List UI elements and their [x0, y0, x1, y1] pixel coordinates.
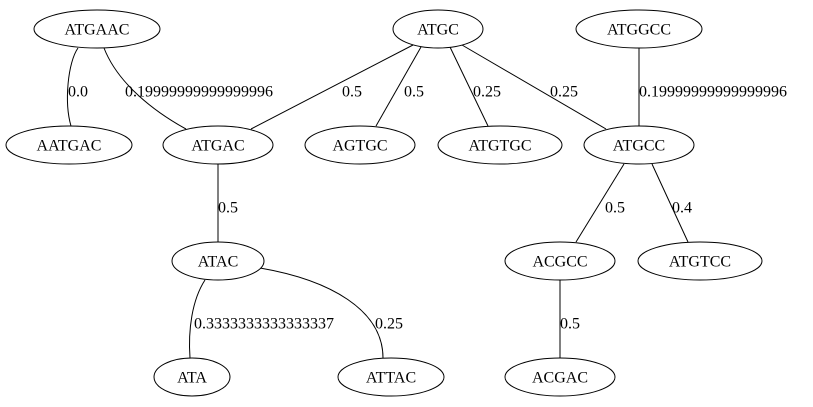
edge-atgc-atgcc: 0.25 — [461, 44, 607, 130]
node-atgac[interactable]: ATGAC — [162, 125, 274, 165]
node-agtgc[interactable]: AGTGC — [304, 125, 416, 165]
node-ellipse[interactable] — [304, 125, 416, 165]
edge-weight-label: 0.5 — [342, 84, 362, 101]
edge-atgaac-aatgac: 0.0 — [67, 47, 88, 127]
edge-line — [259, 267, 384, 359]
node-attac[interactable]: ATTAC — [337, 357, 445, 397]
node-atgtgc[interactable]: ATGTGC — [437, 125, 563, 165]
node-ellipse[interactable] — [171, 241, 265, 281]
node-label: AGTGC — [332, 138, 387, 155]
edge-atgcc-atgtcc: 0.4 — [651, 163, 692, 243]
edge-atgc-agtgc: 0.5 — [375, 46, 424, 127]
edge-atgac-atac: 0.5 — [217, 164, 238, 242]
edge-weight-label: 0.5 — [218, 200, 238, 217]
node-atgcc[interactable]: ATGCC — [583, 125, 695, 165]
edge-weight-label: 0.0 — [68, 84, 88, 101]
node-ellipse[interactable] — [392, 9, 484, 49]
edge-weight-label: 0.5 — [560, 316, 580, 333]
edge-atac-ata: 0.3333333333333337 — [189, 279, 334, 359]
node-label: ATGAAC — [65, 22, 130, 39]
node-ellipse[interactable] — [162, 125, 274, 165]
edge-atgc-atgtgc: 0.25 — [449, 46, 501, 127]
nodes-layer: ATGAAC ATGC ATGGCC AATGAC ATGAC AGTGC ATGTGC AT… — [5, 9, 763, 397]
edge-atac-attac: 0.25 — [259, 267, 403, 359]
edge-weight-label: 0.3333333333333337 — [194, 316, 334, 333]
node-label: ATGAC — [191, 138, 244, 155]
node-label: ATGGCC — [607, 22, 671, 39]
node-label: ACGAC — [532, 370, 588, 387]
edge-line — [575, 163, 625, 243]
edge-line — [651, 163, 689, 243]
node-label: ACGCC — [532, 254, 587, 271]
node-ellipse[interactable] — [337, 357, 445, 397]
edge-line — [189, 279, 206, 359]
node-atac[interactable]: ATAC — [171, 241, 265, 281]
node-label: AATGAC — [37, 138, 102, 155]
node-label: ATGC — [417, 22, 459, 39]
node-ellipse[interactable] — [504, 357, 616, 397]
edges-layer: 0.0 0.19999999999999996 0.5 0.5 0.25 0.25 0.19… — [67, 44, 787, 359]
edge-line — [461, 44, 607, 130]
edge-weight-label: 0.25 — [473, 84, 501, 101]
node-label: ATTAC — [366, 370, 416, 387]
edge-weight-label: 0.25 — [550, 84, 578, 101]
edge-line — [250, 44, 414, 130]
node-label: ATGTCC — [669, 254, 731, 271]
node-ellipse[interactable] — [5, 125, 133, 165]
node-ellipse[interactable] — [583, 125, 695, 165]
edge-line — [103, 47, 187, 130]
node-acgac[interactable]: ACGAC — [504, 357, 616, 397]
edge-line — [449, 46, 489, 127]
node-ellipse[interactable] — [437, 125, 563, 165]
edge-atggcc-atgcc: 0.19999999999999996 — [638, 48, 787, 126]
node-ata[interactable]: ATA — [153, 357, 231, 397]
node-ellipse[interactable] — [33, 9, 161, 49]
node-atgc[interactable]: ATGC — [392, 9, 484, 49]
edge-atgaac-atgac: 0.19999999999999996 — [103, 47, 273, 130]
node-label: ATA — [177, 370, 207, 387]
node-ellipse[interactable] — [504, 241, 616, 281]
edge-weight-label: 0.4 — [672, 200, 692, 217]
node-ellipse[interactable] — [575, 9, 703, 49]
edge-weight-label: 0.5 — [404, 84, 424, 101]
edge-acgcc-acgac: 0.5 — [559, 280, 580, 358]
node-ellipse[interactable] — [153, 357, 231, 397]
node-label: ATAC — [198, 254, 239, 271]
edge-weight-label: 0.25 — [375, 316, 403, 333]
node-label: ATGCC — [613, 138, 665, 155]
edge-atgc-atgac: 0.5 — [250, 44, 414, 130]
node-atggcc[interactable]: ATGGCC — [575, 9, 703, 49]
node-acgcc[interactable]: ACGCC — [504, 241, 616, 281]
node-ellipse[interactable] — [637, 241, 763, 281]
edge-line — [67, 47, 79, 127]
edge-weight-label: 0.19999999999999996 — [125, 84, 273, 101]
edge-line — [375, 46, 422, 127]
node-aatgac[interactable]: AATGAC — [5, 125, 133, 165]
edge-atgcc-acgcc: 0.5 — [575, 163, 625, 243]
node-label: ATGTGC — [468, 138, 531, 155]
node-atgaac[interactable]: ATGAAC — [33, 9, 161, 49]
edge-weight-label: 0.5 — [605, 200, 625, 217]
edge-weight-label: 0.19999999999999996 — [639, 84, 787, 101]
node-atgtcc[interactable]: ATGTCC — [637, 241, 763, 281]
